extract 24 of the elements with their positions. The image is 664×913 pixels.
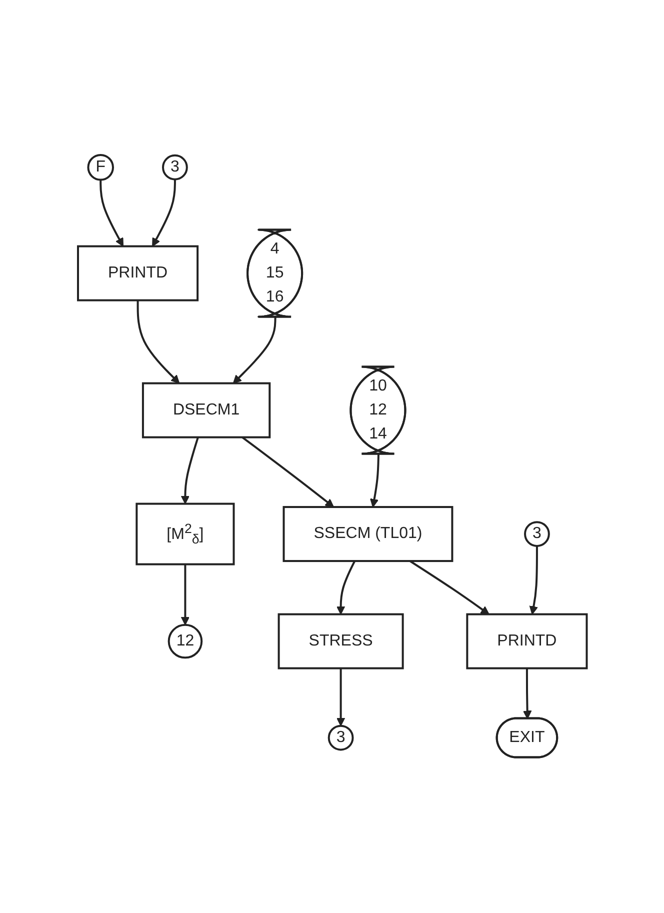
- arrow: [528, 546, 538, 616]
- arrow: [241, 436, 334, 508]
- arrow: [152, 180, 176, 248]
- arrow: [370, 454, 380, 508]
- node-circle: F: [86, 154, 114, 182]
- node-box: PRINTD: [466, 614, 588, 670]
- node-circle: 12: [167, 624, 202, 660]
- node-box: SSECM (TL01): [282, 506, 453, 562]
- arrow: [409, 560, 490, 616]
- arrow: [136, 300, 180, 384]
- arrow: [232, 318, 276, 384]
- node-box: [M$^{2}$$_{δ}$]: [135, 503, 234, 566]
- node-circle: 3: [327, 725, 354, 752]
- arrow: [180, 564, 190, 626]
- arrow: [522, 668, 532, 720]
- node-circle: 3: [162, 154, 188, 181]
- arrow: [336, 560, 356, 616]
- arrow: [180, 437, 199, 505]
- node-circle: 3: [524, 521, 550, 548]
- arrow: [336, 668, 345, 727]
- arrow: [99, 180, 124, 248]
- node-box: STRESS: [277, 614, 404, 670]
- node-box: PRINTD: [76, 246, 198, 302]
- node-box: DSECM1: [142, 382, 270, 439]
